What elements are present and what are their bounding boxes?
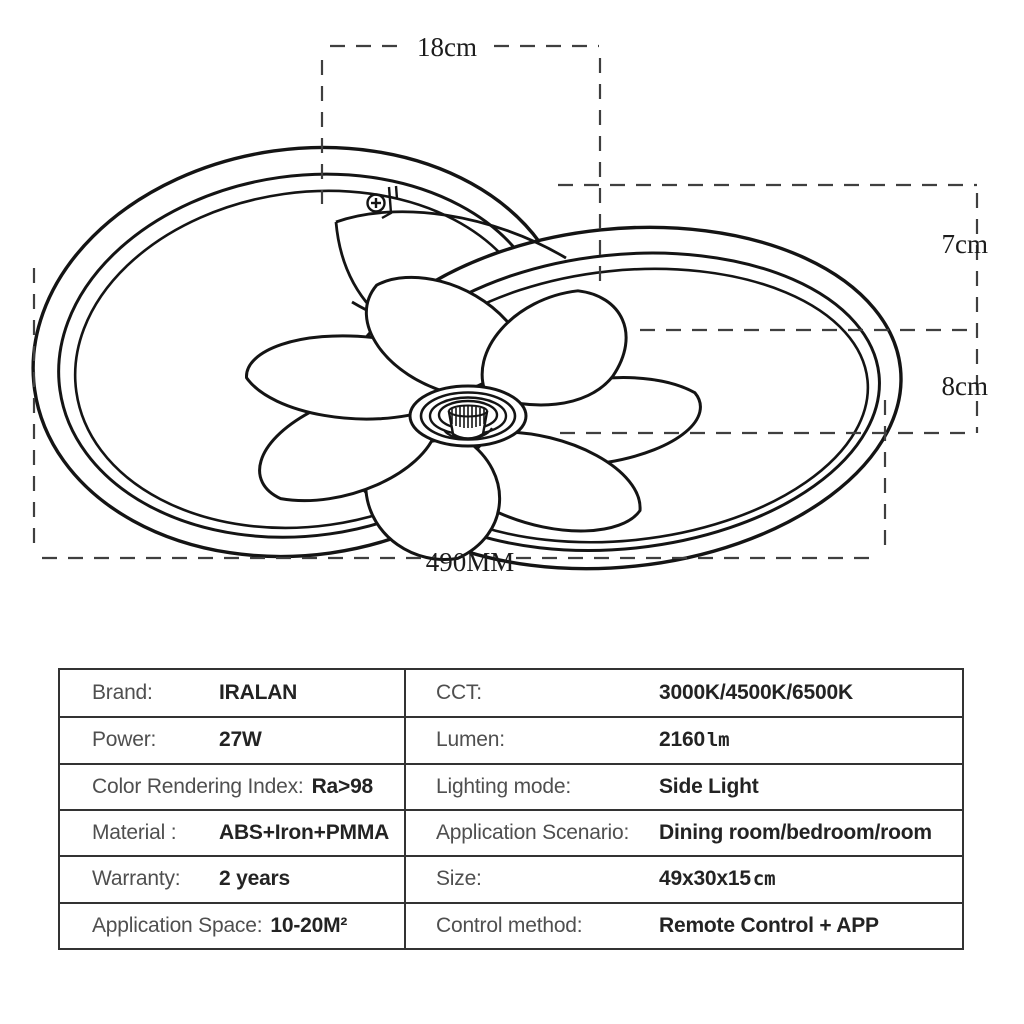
spec-cell-warranty: Warranty: 2 years: [60, 857, 404, 901]
spec-cell-application-space: Application Space: 10-20M²: [60, 904, 404, 948]
spec-label-application-space: Application Space:: [92, 913, 263, 937]
spec-table: Brand: IRALAN CCT: 3000K/4500K/6500K Pow…: [58, 668, 964, 950]
spec-label-control-method: Control method:: [436, 913, 583, 937]
spec-unit-size: cm: [752, 868, 776, 891]
spec-value-material: ABS+Iron+PMMA: [219, 821, 390, 845]
spec-label-power: Power:: [92, 728, 157, 752]
spec-cell-application-scenario: Application Scenario: Dining room/bedroo…: [404, 810, 962, 856]
dimension-label-bottom-width: 490MM: [426, 547, 515, 577]
spec-cell-brand: Brand: IRALAN: [60, 670, 404, 716]
spec-value-cct: 3000K/4500K/6500K: [659, 681, 853, 705]
fan-blades: [230, 275, 708, 568]
spec-label-warranty: Warranty:: [92, 867, 181, 891]
spec-row-cri-lighting: Color Rendering Index: Ra>98 Lighting mo…: [60, 762, 962, 809]
spec-value-brand: IRALAN: [219, 681, 298, 705]
spec-value-warranty: 2 years: [219, 867, 291, 891]
dimension-label-top-width: 18cm: [417, 32, 477, 62]
spec-label-material: Material :: [92, 821, 177, 845]
dimension-lines: [32, 44, 979, 560]
fan-hub: [408, 384, 528, 448]
spec-value-lighting-mode: Side Light: [659, 774, 759, 798]
spec-cell-power: Power: 27W: [60, 718, 404, 762]
spec-row-material-scenario: Material : ABS+Iron+PMMA Application Sce…: [60, 808, 962, 856]
spec-cell-lighting-mode: Lighting mode: Side Light: [404, 764, 962, 809]
fan-technical-drawing: 18cm 7cm 8cm 490MM: [31, 32, 989, 577]
spec-cell-cri: Color Rendering Index: Ra>98: [60, 765, 404, 809]
spec-label-lumen: Lumen:: [436, 728, 505, 752]
spec-unit-lumen: lm: [706, 729, 730, 752]
spec-cell-control-method: Control method: Remote Control + APP: [404, 903, 962, 948]
spec-value-application-scenario: Dining room/bedroom/room: [659, 821, 932, 845]
spec-label-lighting-mode: Lighting mode:: [436, 774, 571, 798]
spec-cell-material: Material : ABS+Iron+PMMA: [60, 811, 404, 855]
spec-value-application-space: 10-20M²: [270, 913, 348, 937]
spec-value-power: 27W: [219, 728, 262, 752]
spec-cell-cct: CCT: 3000K/4500K/6500K: [404, 670, 962, 717]
spec-label-application-scenario: Application Scenario:: [436, 821, 630, 845]
spec-value-control-method: Remote Control + APP: [659, 913, 879, 937]
spec-label-size: Size:: [436, 867, 482, 891]
mounting-screw-icon: [366, 185, 399, 220]
spec-value-cri: Ra>98: [311, 774, 374, 798]
spec-label-cri: Color Rendering Index:: [92, 774, 304, 798]
spec-row-brand-cct: Brand: IRALAN CCT: 3000K/4500K/6500K: [60, 670, 962, 717]
spec-label-cct: CCT:: [436, 681, 482, 705]
dimension-label-right-upper: 7cm: [942, 229, 989, 259]
spec-label-brand: Brand:: [92, 681, 153, 705]
spec-row-space-control: Application Space: 10-20M² Control metho…: [60, 901, 962, 948]
dimension-label-right-lower: 8cm: [942, 371, 989, 401]
